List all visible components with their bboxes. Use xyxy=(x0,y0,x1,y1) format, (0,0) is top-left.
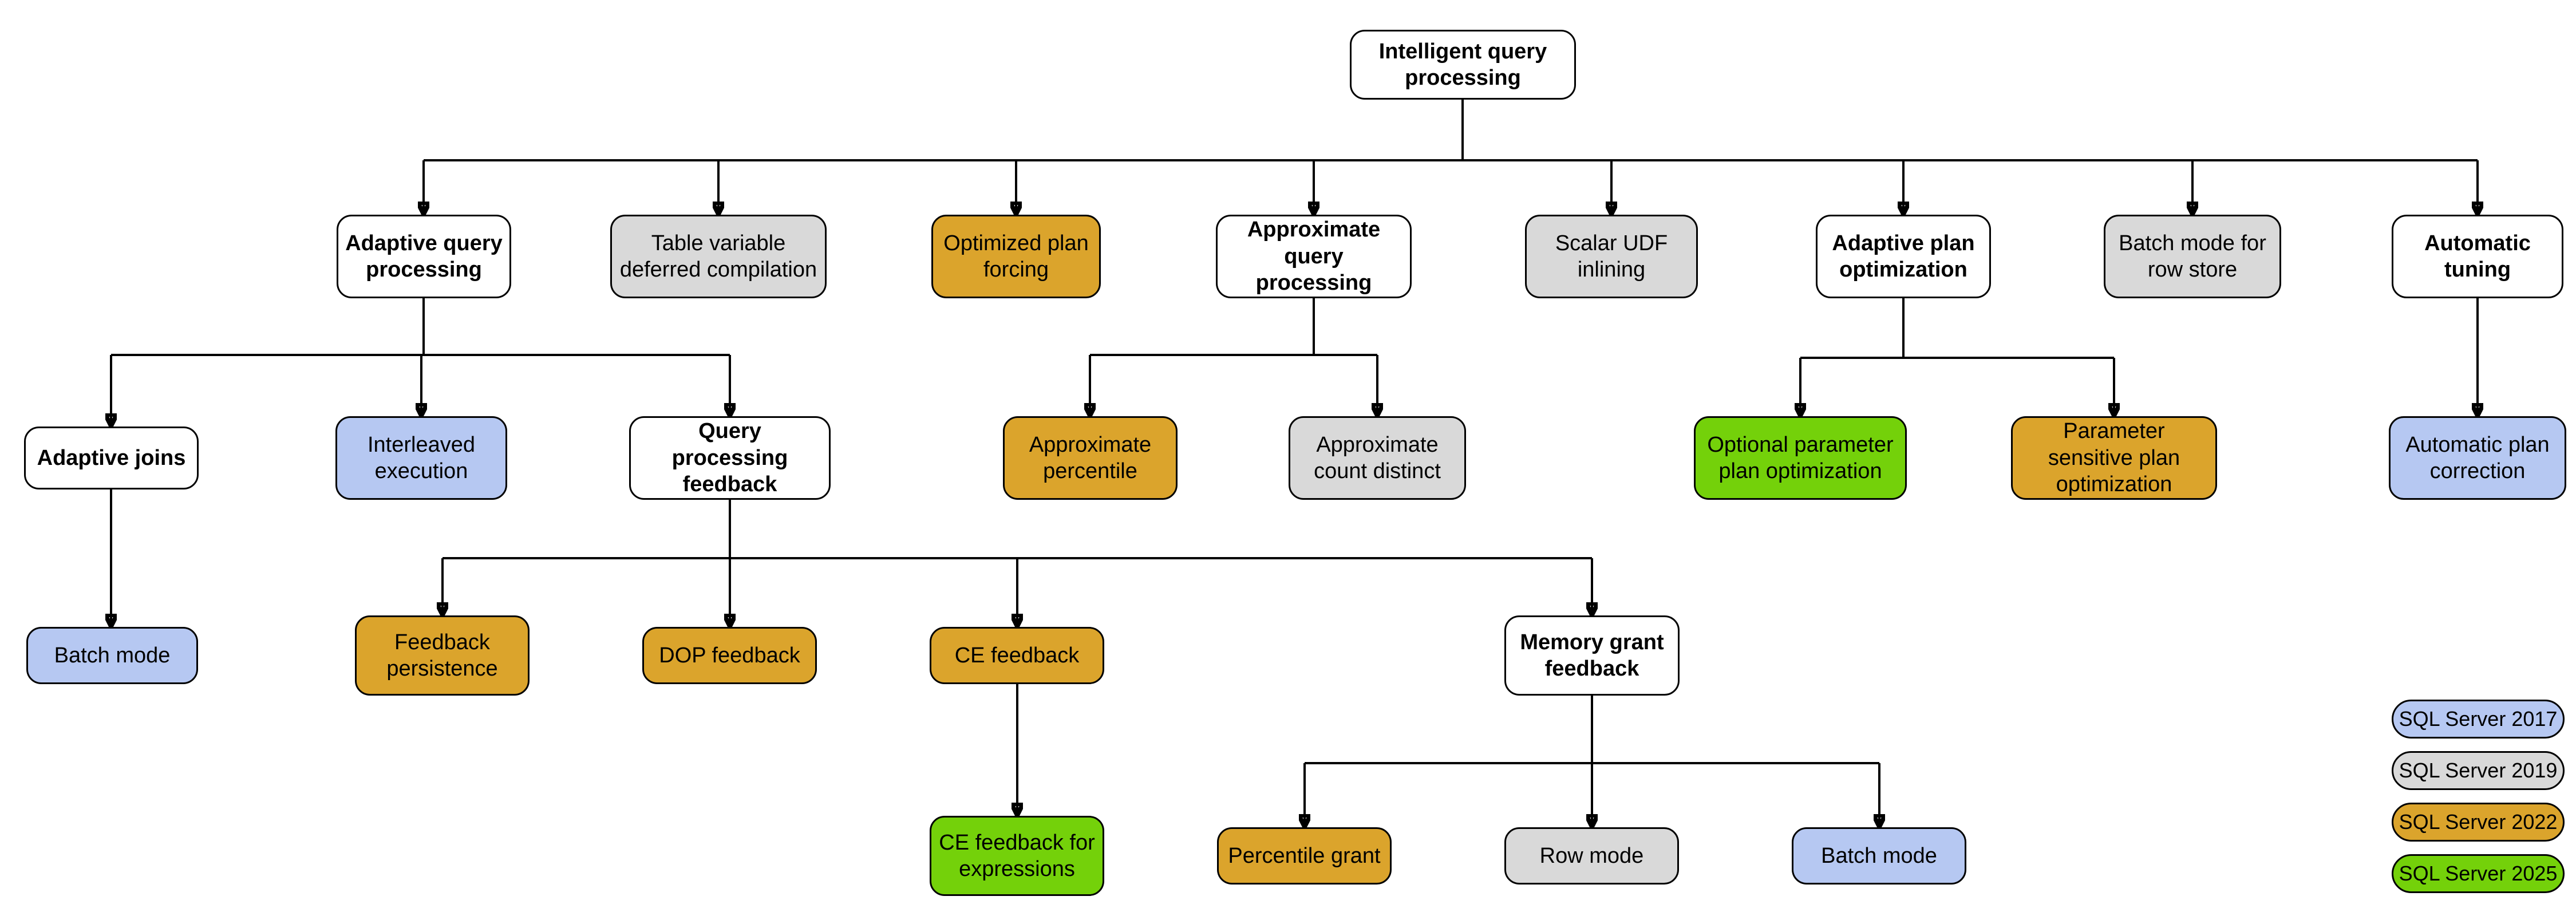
node-batch-mode-adaptive-joins: Batch mode xyxy=(26,627,198,684)
legend-item-sql-server-2022: SQL Server 2022 xyxy=(2392,803,2565,842)
node-approximate-percentile: Approximate percentile xyxy=(1003,416,1178,500)
legend-item-sql-server-2025: SQL Server 2025 xyxy=(2392,854,2565,893)
legend-item-sql-server-2019: SQL Server 2019 xyxy=(2392,751,2565,790)
node-adaptive-joins: Adaptive joins xyxy=(24,427,199,489)
node-memory-grant-feedback: Memory grant feedback xyxy=(1504,615,1680,696)
node-batch-mode-for-row-store: Batch mode for row store xyxy=(2104,215,2281,298)
node-batch-mode-memory-grant: Batch mode xyxy=(1792,827,1966,885)
node-dop-feedback: DOP feedback xyxy=(642,627,817,684)
node-percentile-grant: Percentile grant xyxy=(1217,827,1392,885)
node-parameter-sensitive-plan-optimization: Parameter sensitive plan optimization xyxy=(2011,416,2217,500)
node-adaptive-plan-optimization: Adaptive plan optimization xyxy=(1816,215,1991,298)
node-feedback-persistence: Feedback persistence xyxy=(355,615,530,696)
node-adaptive-query-processing: Adaptive query processing xyxy=(337,215,511,298)
node-optimized-plan-forcing: Optimized plan forcing xyxy=(931,215,1101,298)
node-scalar-udf-inlining: Scalar UDF inlining xyxy=(1525,215,1698,298)
node-row-mode: Row mode xyxy=(1504,827,1679,885)
node-optional-parameter-plan-optimization: Optional parameter plan optimization xyxy=(1694,416,1907,500)
node-approximate-query-processing: Approximate query processing xyxy=(1216,215,1412,298)
node-interleaved-execution: Interleaved execution xyxy=(335,416,507,500)
node-automatic-plan-correction: Automatic plan correction xyxy=(2389,416,2566,500)
node-query-processing-feedback: Query processing feedback xyxy=(629,416,831,500)
legend-item-sql-server-2017: SQL Server 2017 xyxy=(2392,700,2565,739)
node-ce-feedback-for-expressions: CE feedback for expressions xyxy=(930,816,1104,896)
node-approximate-count-distinct: Approximate count distinct xyxy=(1289,416,1466,500)
node-automatic-tuning: Automatic tuning xyxy=(2392,215,2563,298)
node-table-variable-deferred-compilation: Table variable deferred compilation xyxy=(610,215,827,298)
node-intelligent-query-processing: Intelligent query processing xyxy=(1350,30,1576,100)
node-ce-feedback: CE feedback xyxy=(930,627,1104,684)
